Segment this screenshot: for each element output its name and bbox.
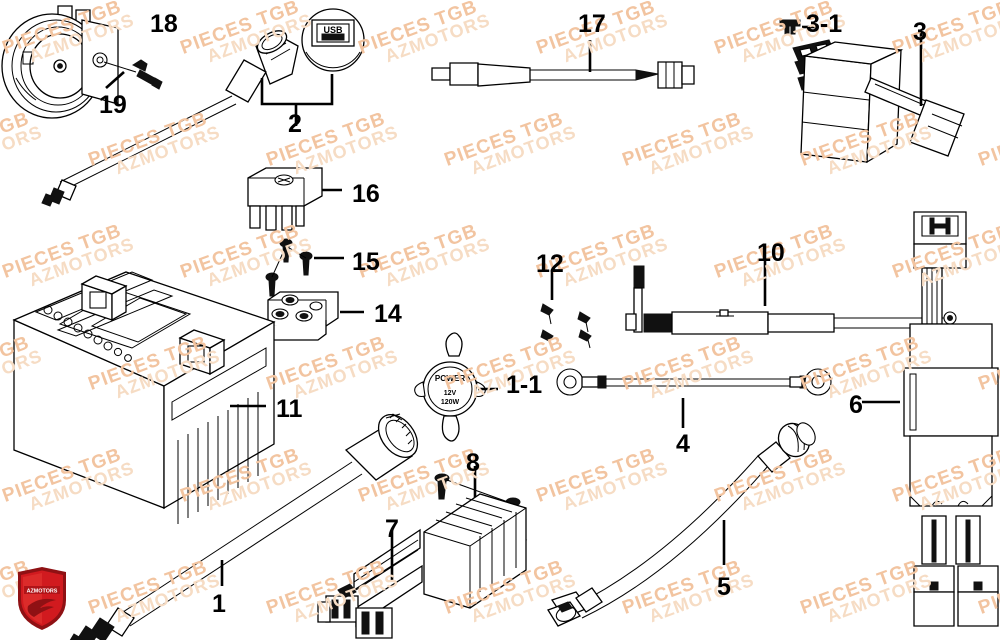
power-socket-voltage: 12V <box>444 390 457 397</box>
callout-11: 11 <box>276 395 303 423</box>
callout-1-1: 1-1 <box>506 371 543 399</box>
part-ground-cable <box>556 368 832 396</box>
part-starter-cable <box>547 422 816 627</box>
callout-17: 17 <box>578 10 606 38</box>
part-starter-relay <box>792 39 965 164</box>
callout-10: 10 <box>757 239 785 267</box>
callout-8: 8 <box>466 449 480 477</box>
part-horn <box>1 5 119 119</box>
battery-front-ribs <box>177 392 259 524</box>
power-socket-wattage: 120W <box>441 399 460 406</box>
leader-19 <box>105 71 125 89</box>
part-usb-socket-assembly <box>41 30 299 207</box>
callout-2: 2 <box>288 110 302 138</box>
power-socket-arc-label: POWER <box>435 374 465 383</box>
leader-2 <box>260 74 334 126</box>
part-power-socket-cap: POWER 12V 120W <box>414 332 486 442</box>
callout-7: 7 <box>385 515 399 543</box>
part-power-socket-cable-assembly <box>69 413 419 640</box>
part-battery <box>12 271 276 524</box>
part-battery-cable-harness <box>625 265 957 338</box>
azmotors-shield-logo: AZMOTORS <box>18 567 66 630</box>
part-usb-cap: USB <box>301 8 365 72</box>
part-horn-mounting-bolt <box>103 59 163 90</box>
callout-6: 6 <box>849 391 863 419</box>
part-voltage-regulator-rectifier <box>317 493 528 639</box>
callout-14: 14 <box>374 300 402 328</box>
part-rivet-pin-set <box>540 303 592 349</box>
part-terminal-block <box>267 291 339 341</box>
callout-3-1: 3-1 <box>806 10 843 38</box>
callout-12: 12 <box>536 250 564 278</box>
callout-19: 19 <box>99 91 127 119</box>
part-cdi-ignition-module <box>903 211 999 627</box>
logo-banner-text: AZMOTORS <box>27 588 58 594</box>
callout-3: 3 <box>913 18 927 46</box>
usb-cap-label: USB <box>323 25 343 35</box>
socket-knurl <box>389 413 413 445</box>
part-spark-plug-cap-cable <box>431 61 695 89</box>
part-starter-relay-fuse <box>779 19 801 35</box>
callout-4: 4 <box>676 430 690 458</box>
callout-5: 5 <box>717 573 731 601</box>
callout-15: 15 <box>352 248 380 276</box>
part-terminal-screw <box>265 238 313 297</box>
part-battery-terminal-cover <box>247 167 323 231</box>
callout-18: 18 <box>150 10 178 38</box>
callout-1: 1 <box>212 590 226 618</box>
callout-16: 16 <box>352 180 380 208</box>
